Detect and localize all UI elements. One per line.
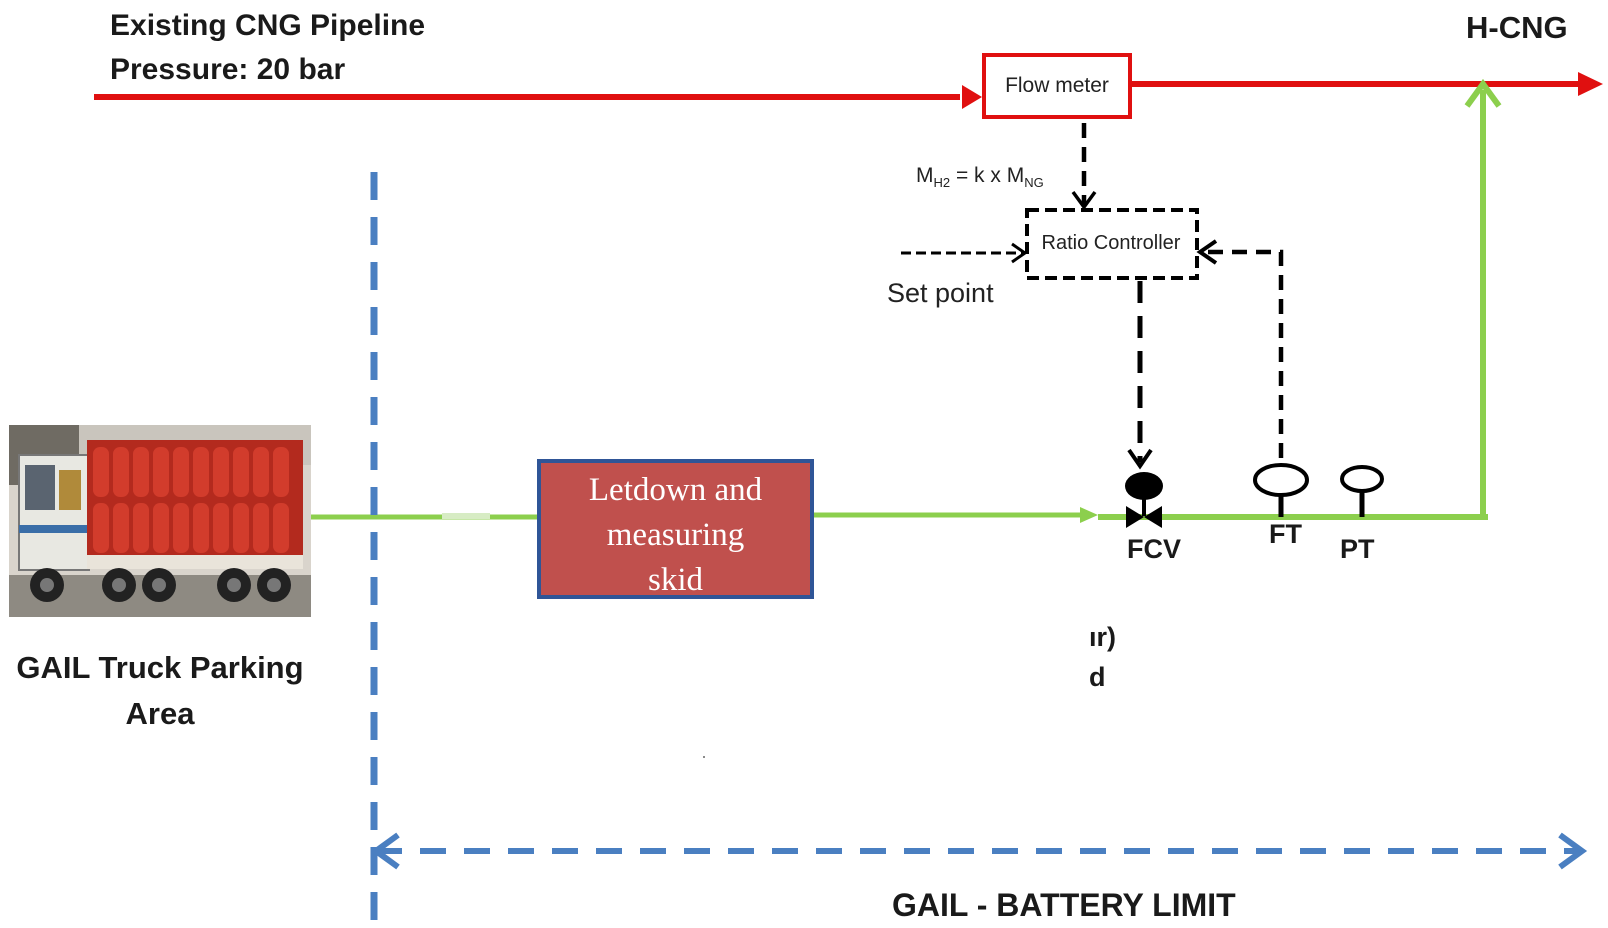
skid-to-fcv-arrowhead bbox=[1080, 507, 1098, 523]
pipeline-title-line1: Existing CNG Pipeline bbox=[110, 9, 426, 42]
controller-output-arrowhead bbox=[1127, 448, 1153, 470]
equation-lhs-subscript: H2 bbox=[933, 175, 951, 191]
setpoint-label: Set point bbox=[887, 278, 994, 308]
flowmeter-signal-arrowhead bbox=[1071, 190, 1097, 210]
ft-label: FT bbox=[1269, 519, 1302, 549]
cropped-text-fragment-1: ır) bbox=[1089, 622, 1116, 652]
hcng-label: H-CNG bbox=[1466, 10, 1568, 45]
pt-label: PT bbox=[1340, 534, 1375, 564]
ft-bubble bbox=[1253, 463, 1309, 497]
skid-label-line2: measuring bbox=[606, 517, 745, 553]
flow-meter-label: Flow meter bbox=[1005, 74, 1109, 97]
truck-parking-label: GAIL Truck Parking Area bbox=[0, 645, 320, 737]
gas-cylinder-truck-image bbox=[9, 425, 311, 617]
green-riser-arrowhead bbox=[1464, 78, 1502, 108]
equation-lhs: M bbox=[916, 164, 934, 187]
skid-label-line3: skid bbox=[647, 562, 703, 598]
ratio-controller-label: Ratio Controller bbox=[1041, 231, 1181, 254]
pt-bubble bbox=[1340, 465, 1384, 493]
stray-dot bbox=[703, 756, 705, 758]
fcv-valve-body bbox=[1126, 506, 1144, 528]
cng-pipeline-arrowhead bbox=[962, 85, 982, 109]
fcv-label: FCV bbox=[1127, 534, 1181, 564]
ratio-controller-box bbox=[1025, 208, 1199, 280]
truck-label-line1: GAIL Truck Parking bbox=[16, 650, 304, 685]
fcv-valve-body-right bbox=[1144, 506, 1162, 528]
fcv-actuator bbox=[1125, 472, 1163, 500]
ratio-equation: MH2 = k x MNG bbox=[916, 164, 1044, 190]
equation-mid: = k x M bbox=[950, 164, 1025, 187]
equation-rhs-subscript: NG bbox=[1024, 175, 1044, 191]
battery-limit-right-arrowhead bbox=[1558, 832, 1588, 870]
pipeline-title: Existing CNG Pipeline Pressure: 20 bar bbox=[110, 4, 425, 92]
hcng-outlet-arrowhead bbox=[1578, 72, 1603, 96]
cropped-text-fragment-2: d bbox=[1089, 662, 1106, 692]
letdown-measuring-skid: Letdown and measuring skid bbox=[537, 459, 814, 599]
flow-meter-box: Flow meter bbox=[982, 53, 1132, 119]
skid-label-line1: Letdown and bbox=[588, 472, 763, 508]
truck-label-line2: Area bbox=[125, 696, 195, 731]
battery-limit-left-arrowhead bbox=[370, 832, 400, 870]
battery-limit-label: GAIL - BATTERY LIMIT bbox=[892, 887, 1236, 923]
ft-feedback-line bbox=[1203, 249, 1284, 458]
ratio-controller: Ratio Controller bbox=[1026, 209, 1196, 277]
ft-feedback-arrowhead bbox=[1196, 239, 1218, 265]
pipeline-pressure: Pressure: 20 bar bbox=[110, 53, 346, 86]
